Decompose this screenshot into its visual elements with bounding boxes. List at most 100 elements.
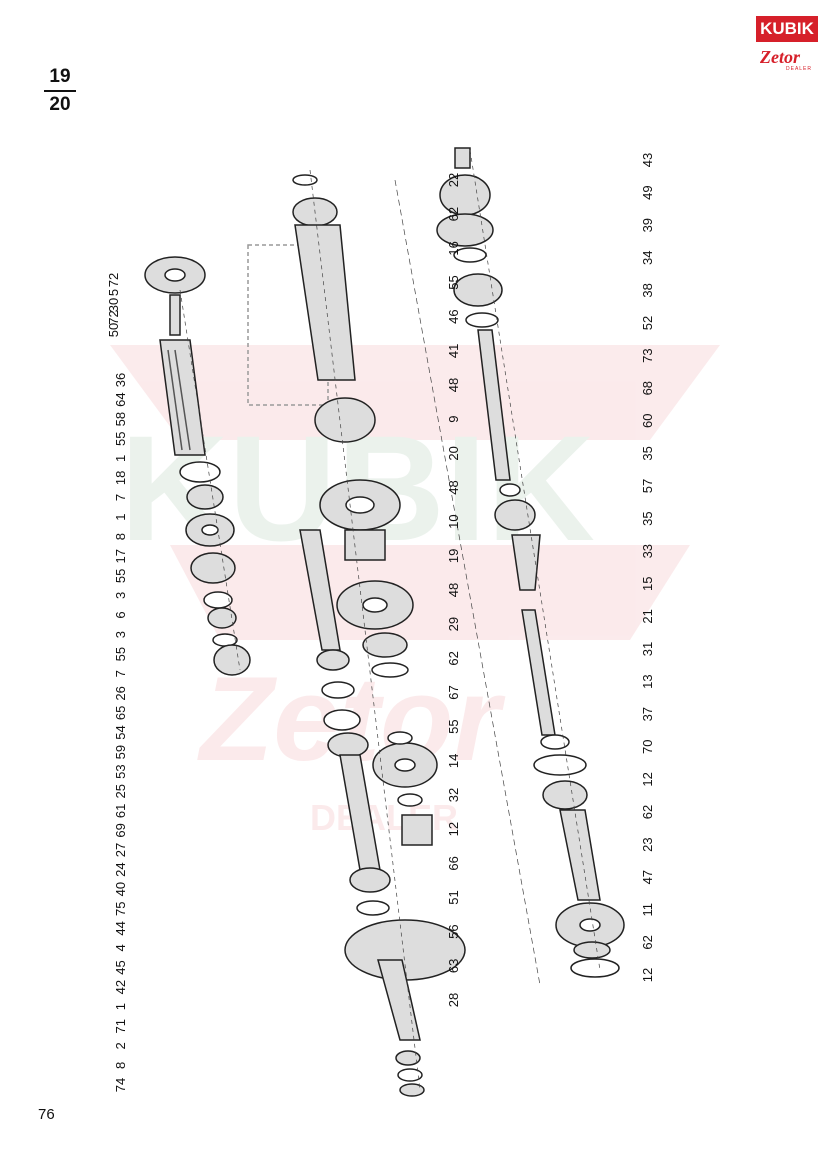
part-label: 35 (640, 446, 655, 460)
part-label: 39 (640, 218, 655, 232)
page-number: 76 (38, 1106, 55, 1123)
part-label: 24 (113, 862, 128, 876)
ring-3 (203, 591, 233, 609)
part-label: 13 (640, 674, 655, 688)
part-label: 44 (113, 921, 128, 935)
part-label: 52 (640, 316, 655, 330)
bolt-5 (169, 294, 181, 336)
part-labels-right: 4349393438527368603557353315213113377012… (640, 153, 655, 982)
shaft-22 (294, 224, 356, 381)
logo-tagline: DEALER (786, 66, 813, 72)
bearing-60 (453, 273, 503, 307)
part-label: 16 (446, 241, 461, 255)
part-label: 17 (113, 549, 128, 563)
part-label: 72 (106, 273, 121, 287)
ring-15 (499, 483, 521, 497)
part-label: 48 (446, 480, 461, 494)
part-label: 45 (113, 960, 128, 974)
part-label: 70 (640, 740, 655, 754)
bushing-56 (401, 814, 433, 846)
part-label: 6 (113, 611, 128, 618)
part-label: 38 (640, 283, 655, 297)
part-label: 64 (113, 392, 128, 406)
center-shaft-assembly (247, 174, 466, 1097)
part-label: 65 (113, 706, 128, 720)
part-label: 74 (113, 1078, 128, 1092)
part-label: 15 (640, 577, 655, 591)
part-label: 50 (106, 323, 121, 337)
part-label: 55 (446, 275, 461, 289)
part-label: 26 (113, 686, 128, 700)
nut-74 (399, 1083, 425, 1097)
part-label: 23 (640, 837, 655, 851)
watermark-tagline: DEALER (310, 797, 458, 838)
part-label: 41 (446, 344, 461, 358)
part-label: 51 (446, 890, 461, 904)
part-label: 30 (106, 298, 121, 312)
part-label: 69 (113, 823, 128, 837)
ring-58 (179, 461, 221, 483)
ring-66 (397, 793, 423, 807)
bearing-62 (362, 632, 408, 658)
ring-37 (540, 734, 570, 750)
ring-52 (453, 247, 487, 263)
part-label: 36 (113, 373, 128, 387)
part-label: 47 (640, 870, 655, 884)
bearing-24 (349, 867, 391, 893)
logo-brand: KUBIK (760, 19, 814, 38)
kubik-zetor-logo: KUBIK Zetor DEALER (756, 16, 818, 74)
part-label: 40 (113, 882, 128, 896)
part-label: 1 (113, 1003, 128, 1010)
part-label: 55 (113, 569, 128, 583)
part-label: 58 (113, 412, 128, 426)
ring-69 (323, 709, 361, 731)
part-label: 57 (640, 479, 655, 493)
ring-8 (397, 1068, 423, 1082)
gear-20 (314, 397, 376, 443)
gear-6 (207, 607, 237, 629)
part-label: 12 (446, 822, 461, 836)
part-label: 61 (113, 804, 128, 818)
part-label: 32 (446, 788, 461, 802)
part-label: 55 (113, 647, 128, 661)
part-label: 59 (113, 745, 128, 759)
pin-43 (454, 147, 471, 169)
ring-67 (371, 662, 409, 678)
part-label: 60 (640, 414, 655, 428)
part-label: 48 (446, 583, 461, 597)
part-label: 62 (640, 935, 655, 949)
part-label: 35 (640, 511, 655, 525)
part-label: 66 (446, 856, 461, 870)
ring-12 (570, 958, 620, 978)
part-label: 67 (446, 685, 461, 699)
shaft-28 (377, 959, 421, 1041)
leader-lines (179, 149, 601, 1091)
part-label: 48 (446, 378, 461, 392)
ring-55 (292, 174, 318, 186)
part-label: 31 (640, 642, 655, 656)
part-label: 12 (640, 772, 655, 786)
bearing-7 (213, 644, 251, 676)
ring-70 (533, 754, 587, 776)
part-label: 12 (640, 968, 655, 982)
part-label: 27 (113, 843, 128, 857)
part-label: 54 (113, 725, 128, 739)
gear-17 (190, 552, 236, 584)
part-label: 3 (113, 592, 128, 599)
part-label: 1 (113, 455, 128, 462)
part-label: 8 (113, 1062, 128, 1069)
bearing-64 (186, 484, 224, 510)
part-labels-left: 3664585511871817553635572665545953256169… (113, 373, 128, 1092)
part-label: 63 (446, 959, 461, 973)
part-label: 25 (113, 784, 128, 798)
part-label: 1 (113, 513, 128, 520)
logo-brand-banner: KUBIK (756, 16, 818, 42)
part-label: 73 (640, 348, 655, 362)
part-label: 8 (113, 533, 128, 540)
part-label: 71 (113, 1019, 128, 1033)
part-label: 75 (113, 902, 128, 916)
part-label: 20 (446, 446, 461, 460)
part-label: 2 (113, 1042, 128, 1049)
